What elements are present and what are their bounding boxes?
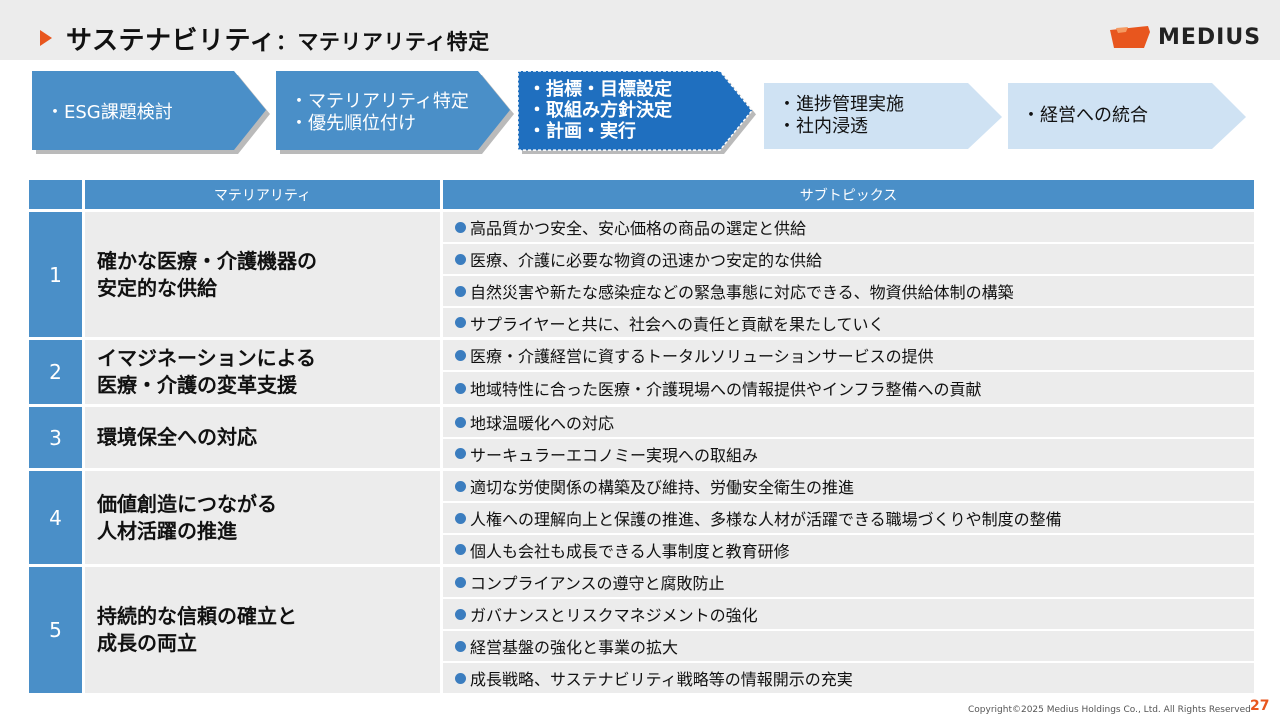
bullet-dot-icon — [455, 448, 466, 459]
subtopic-row: コンプライアンスの遵守と腐敗防止 — [443, 567, 1254, 597]
subtopic-row: 適切な労使関係の構築及び維持、労働安全衛生の推進 — [443, 471, 1254, 501]
materiality-cell: 持続的な信頼の確立と成長の両立 — [85, 567, 440, 693]
bullet-dot-icon — [455, 253, 466, 265]
title-main: サステナビリティ — [66, 26, 276, 56]
bullet-dot-icon — [455, 349, 466, 361]
row-number: 2 — [29, 340, 82, 404]
bullet-dot-icon — [455, 416, 466, 428]
flow-arrow-4 — [764, 83, 1002, 149]
subtopic-row: 地域特性に合った医療・介護現場への情報提供やインフラ整備への貢献 — [443, 372, 1254, 404]
flow-step-2-label: ・マテリアリティ特定・優先順位付け — [290, 90, 469, 134]
flow-step-3: ・指標・目標設定・取組み方針決定・計画・実行 — [518, 71, 756, 154]
flow-step-1: ・ESG課題検討 — [32, 71, 270, 154]
materiality-cell: 環境保全への対応 — [85, 407, 440, 468]
page-number: 27 — [1250, 698, 1270, 714]
flow-arrow-5 — [1008, 83, 1246, 149]
company-logo: MEDIUS — [1108, 24, 1260, 54]
flow-step-5-label: ・経営への統合 — [1022, 105, 1148, 126]
subtopic-row: サーキュラーエコノミー実現への取組み — [443, 439, 1254, 468]
table-header-materiality: マテリアリティ — [85, 180, 440, 209]
title-arrow-icon — [40, 30, 52, 46]
flow-step-5: ・経営への統合 — [1008, 71, 1248, 154]
row-number: 1 — [29, 212, 82, 337]
flow-arrow-2 — [276, 71, 514, 154]
flow-step-2: ・マテリアリティ特定・優先順位付け — [276, 71, 514, 154]
title-sub: ：マテリアリティ特定 — [275, 30, 490, 54]
subtopic-row: 経営基盤の強化と事業の拡大 — [443, 631, 1254, 661]
subtopic-row: 個人も会社も成長できる人事制度と教育研修 — [443, 535, 1254, 564]
logo-mark-icon — [1110, 26, 1150, 48]
bullet-dot-icon — [455, 608, 466, 620]
header-band — [0, 0, 1280, 60]
materiality-cell: 確かな医療・介護機器の安定的な供給 — [85, 212, 440, 337]
subtopic-row: 医療・介護経営に資するトータルソリューションサービスの提供 — [443, 340, 1254, 370]
bullet-dot-icon — [455, 285, 466, 297]
materiality-cell: 価値創造につながる人材活躍の推進 — [85, 471, 440, 564]
table-header-number — [29, 180, 82, 209]
subtopic-row: 高品質かつ安全、安心価格の商品の選定と供給 — [443, 212, 1254, 242]
subtopic-row: 自然災害や新たな感染症などの緊急事態に対応できる、物資供給体制の構築 — [443, 276, 1254, 306]
bullet-dot-icon — [455, 512, 466, 524]
bullet-dot-icon — [455, 317, 466, 328]
flow-step-1-label: ・ESG課題検討 — [46, 101, 173, 123]
row-number: 4 — [29, 471, 82, 564]
logo-text: MEDIUS — [1158, 25, 1262, 50]
row-number: 3 — [29, 407, 82, 468]
flow-step-4: ・進捗管理実施・社内浸透 — [764, 71, 1004, 154]
subtopic-row: 地球温暖化への対応 — [443, 407, 1254, 437]
bullet-dot-icon — [455, 221, 466, 233]
page-title: サステナビリティ：マテリアリティ特定 — [66, 20, 490, 57]
subtopic-row: 成長戦略、サステナビリティ戦略等の情報開示の充実 — [443, 663, 1254, 693]
bullet-dot-icon — [455, 672, 466, 684]
flow-arrow-1 — [32, 71, 270, 154]
row-number: 5 — [29, 567, 82, 693]
bullet-dot-icon — [455, 544, 466, 555]
bullet-dot-icon — [455, 382, 466, 394]
table-header-subtopics: サブトピックス — [443, 180, 1254, 209]
materiality-cell: イマジネーションによる医療・介護の変革支援 — [85, 340, 440, 404]
subtopic-row: 医療、介護に必要な物資の迅速かつ安定的な供給 — [443, 244, 1254, 274]
bullet-dot-icon — [455, 576, 466, 588]
flow-step-4-label: ・進捗管理実施・社内浸透 — [778, 94, 904, 137]
subtopic-row: 人権への理解向上と保護の推進、多様な人材が活躍できる職場づくりや制度の整備 — [443, 503, 1254, 533]
flow-arrow-3-current — [518, 71, 756, 154]
subtopic-row: ガバナンスとリスクマネジメントの強化 — [443, 599, 1254, 629]
bullet-dot-icon — [455, 640, 466, 652]
flow-step-3-label: ・指標・目標設定・取組み方針決定・計画・実行 — [528, 79, 672, 142]
subtopic-row: サプライヤーと共に、社会への責任と貢献を果たしていく — [443, 308, 1254, 337]
copyright-text: Copyright©2025 Medius Holdings Co., Ltd.… — [968, 705, 1251, 715]
bullet-dot-icon — [455, 480, 466, 492]
